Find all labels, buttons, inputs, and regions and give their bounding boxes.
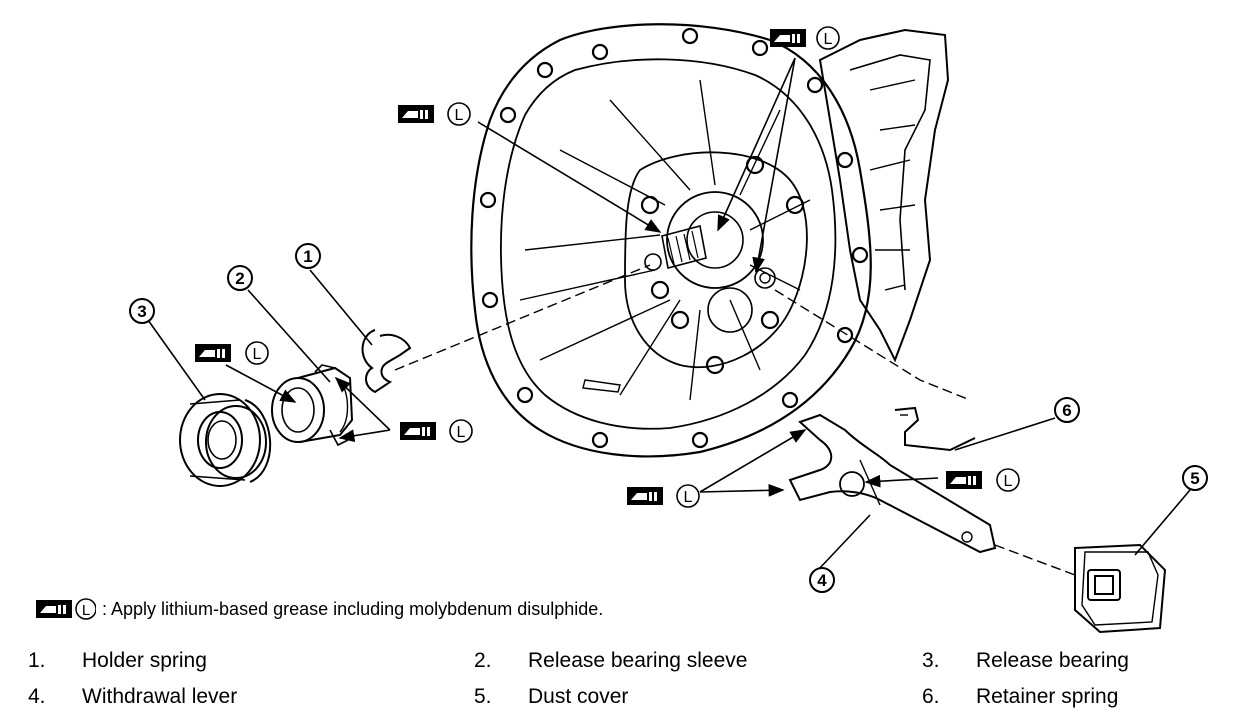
release-bearing (179, 393, 271, 487)
part-name: Holder spring (82, 649, 207, 672)
svg-text:6: 6 (1062, 401, 1071, 420)
part-name: Retainer spring (976, 685, 1119, 708)
callout-5: 5 (1182, 465, 1208, 491)
callout-6: 6 (1054, 397, 1080, 423)
lubricant-letter: L (824, 31, 833, 48)
part-number: 4. (28, 685, 46, 708)
grease-application-icon: L (36, 598, 96, 620)
lubricant-letter: L (1004, 473, 1013, 490)
callout-3: 3 (129, 298, 155, 324)
grease-symbol-pivot: L (946, 468, 1020, 492)
svg-text:3: 3 (137, 302, 146, 321)
callout-1: 1 (295, 243, 321, 269)
grease-symbol-lever: L (627, 484, 700, 508)
lubricant-letter: L (253, 346, 262, 363)
grease-legend: L : Apply lithium-based grease including… (36, 596, 603, 622)
part-number: 3. (922, 649, 940, 672)
svg-text:1: 1 (303, 247, 312, 266)
part-name: Dust cover (528, 685, 629, 708)
pivot-grease-point (839, 471, 865, 497)
lubricant-letter: L (457, 424, 466, 441)
lubricant-circle-icon (449, 419, 473, 443)
assembly-guide-lines (394, 264, 1076, 576)
grease-application-icon (946, 471, 982, 489)
lubricant-letter: L (455, 107, 464, 124)
part-number: 5. (474, 685, 492, 708)
grease-application-icon (195, 344, 231, 362)
part-number: 2. (474, 649, 492, 672)
grease-application-icon (770, 29, 806, 47)
holder-spring (361, 329, 412, 394)
transaxle-housing (470, 23, 950, 458)
svg-text:2: 2 (235, 269, 244, 288)
leader-lines (147, 269, 1191, 571)
svg-text:4: 4 (817, 571, 827, 590)
grease-symbol-top-right: L (770, 26, 840, 50)
legend-text: : Apply lithium-based grease including m… (102, 598, 604, 619)
release-bearing-sleeve (271, 364, 354, 447)
lubricant-circle-icon (996, 468, 1020, 492)
callout-4: 4 (809, 567, 835, 593)
lubricant-circle-icon (447, 102, 471, 126)
lubricant-letter: L (684, 489, 693, 506)
part-number: 1. (28, 649, 46, 672)
part-name: Release bearing sleeve (528, 649, 748, 672)
dust-cover (1074, 543, 1167, 634)
grease-application-icon (400, 422, 436, 440)
grease-symbol-sleeve: L (400, 419, 473, 443)
retainer-spring (894, 406, 976, 452)
lubricant-circle-icon (816, 26, 840, 50)
part-name: Withdrawal lever (82, 685, 238, 708)
grease-symbol-top-left: L (398, 102, 471, 126)
grease-application-icon (398, 105, 434, 123)
grease-arrows (225, 57, 939, 497)
part-number: 6. (922, 685, 940, 708)
lubricant-circle-icon (245, 341, 269, 365)
svg-text:5: 5 (1190, 469, 1199, 488)
callout-2: 2 (227, 265, 253, 291)
svg-text:L: L (82, 602, 90, 619)
grease-application-icon (627, 487, 663, 505)
part-name: Release bearing (976, 649, 1129, 672)
grease-symbol-bearing: L (195, 341, 269, 365)
lubricant-circle-icon (676, 484, 700, 508)
